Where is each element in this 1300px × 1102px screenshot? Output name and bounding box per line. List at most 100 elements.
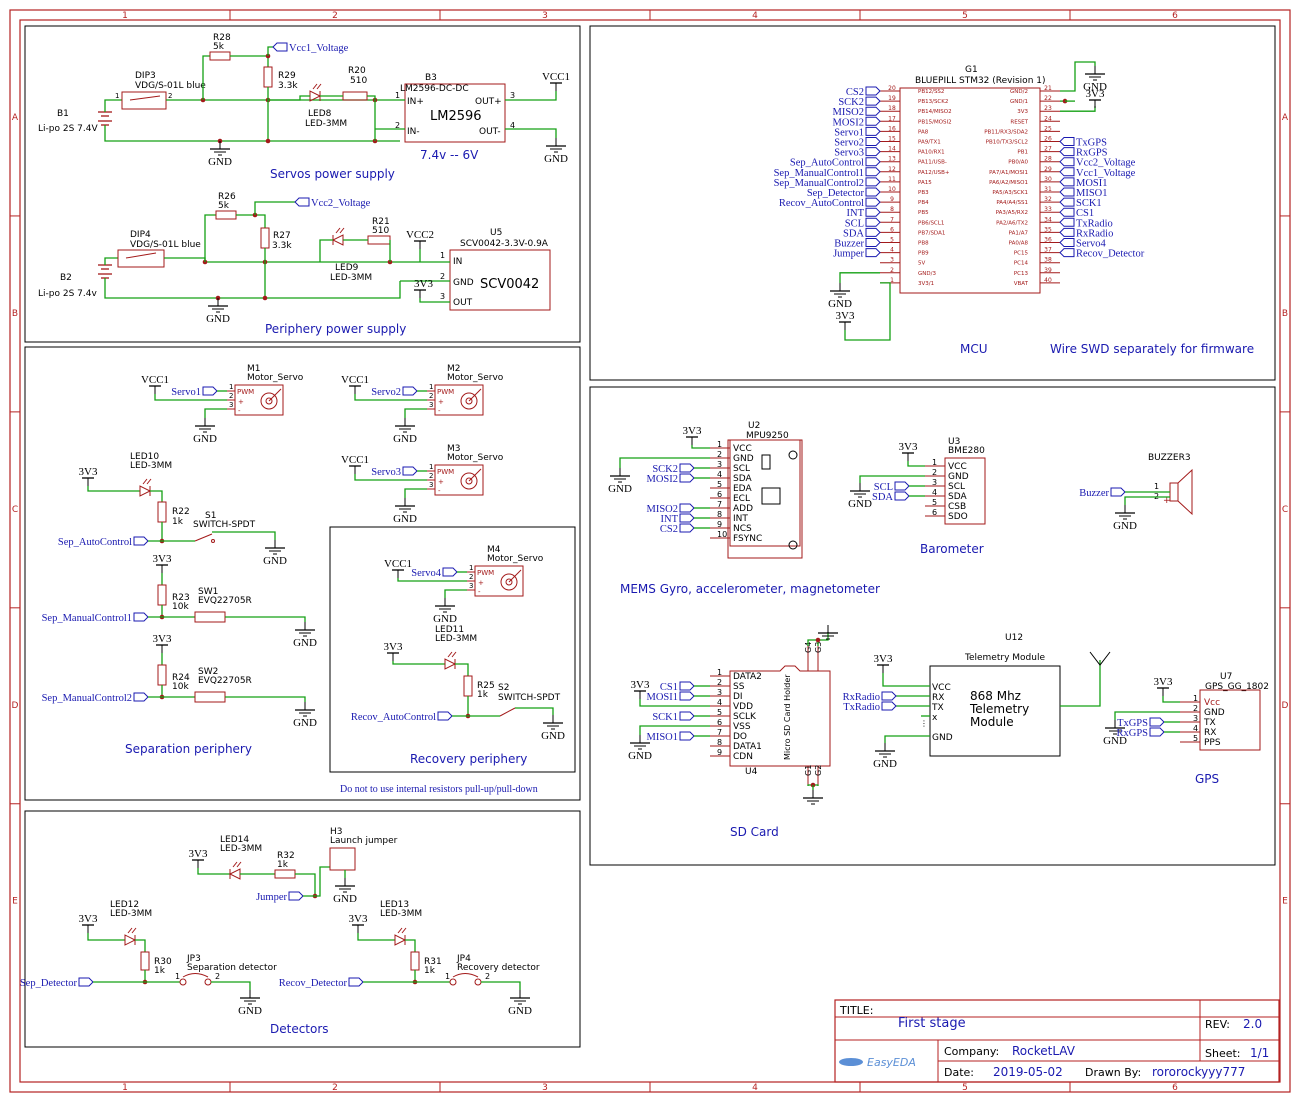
led-ray [312, 83, 318, 90]
resistor-body [140, 951, 150, 971]
resistor-body [274, 869, 296, 879]
net-label: Servo1 [834, 127, 864, 138]
power-label: 3V3 [384, 641, 403, 653]
antenna-icon [1089, 651, 1111, 666]
led-ray [142, 478, 148, 485]
led-ref: LED13 [380, 900, 409, 910]
pin-num: 1 [1154, 482, 1159, 491]
mcu-pin-num: 7 [890, 216, 894, 223]
power-label: 3V3 [79, 913, 98, 925]
servo-arm [468, 388, 482, 402]
r32-value: 1k [277, 860, 289, 870]
power-label: VCC1 [341, 454, 369, 466]
detectors-title: Detectors [270, 1022, 329, 1036]
resistor-body [215, 210, 237, 220]
power-block-box [24, 25, 581, 343]
net-label: SDA [872, 492, 893, 503]
net-flag [679, 513, 695, 523]
u3-ref: U3 [948, 437, 960, 447]
wire [212, 531, 276, 540]
u2-hole [788, 540, 798, 550]
frame-col-label: 3 [542, 11, 548, 21]
servo-hub [465, 477, 473, 485]
wire [104, 125, 400, 142]
power-label: 3V3 [874, 653, 893, 665]
mcu-pin-name: PA8 [918, 129, 929, 135]
net-label: MISO1 [646, 732, 678, 743]
led-ray [232, 861, 238, 868]
frame-col-label: 6 [1172, 11, 1178, 21]
s2-switch [499, 707, 516, 717]
net-flag [1059, 197, 1075, 207]
r29-value: 3.3k [278, 81, 298, 91]
net-label: SCK2 [652, 464, 678, 475]
dip4-body [117, 249, 165, 268]
ic-pin-num: 3 [1193, 714, 1198, 723]
frame-col-label: 3 [542, 1083, 548, 1093]
net-flag [78, 977, 94, 987]
net-flag [1059, 147, 1075, 157]
s1-contact [211, 539, 215, 543]
u7-pin-name: TX [1203, 718, 1216, 728]
servo-arm [268, 388, 282, 402]
servo-pin-num: 1 [429, 463, 433, 471]
pin-num: 2 [215, 972, 220, 981]
net-label: TxRadio [843, 702, 880, 713]
frame-col-label: 5 [962, 11, 968, 21]
servo-pin-num: 2 [229, 392, 233, 400]
net-label: Servo3 [834, 148, 864, 159]
net-flag [865, 238, 881, 247]
wire [367, 95, 376, 100]
net-flag [865, 187, 881, 197]
mcu-pin-name: PB11/RX3/SDA2 [984, 129, 1028, 135]
rev-label: REV: [1205, 1018, 1230, 1031]
u4-pin-name: DI [733, 692, 743, 702]
company-value: RocketLAV [1012, 1044, 1076, 1058]
resistor-body [157, 584, 167, 606]
u4-pin-name: DATA1 [733, 742, 762, 752]
u12-pin-name: RX [932, 693, 944, 703]
wire [404, 408, 427, 418]
net-flag [865, 86, 881, 96]
pin-num: 3 [510, 91, 515, 100]
led11-ref: LED11 [435, 625, 464, 635]
mcu-pin-name: RESET [1010, 119, 1028, 125]
pin-num: 3 [440, 292, 445, 301]
net-flag [679, 691, 695, 701]
swd-note: Wire SWD separately for firmware [1050, 342, 1254, 356]
jumper-ref: JP3 [186, 954, 201, 964]
resistor-body [463, 675, 473, 697]
ic-pin-num: 6 [932, 508, 937, 517]
net-label: TxGPS [1076, 138, 1107, 149]
jumper-contact [474, 978, 482, 986]
net-label: RxGPS [1076, 148, 1108, 159]
jumper-value: Recovery detector [457, 963, 540, 973]
servo-wheel [460, 472, 478, 490]
b1-ref: B1 [57, 109, 69, 119]
net-flag [1059, 248, 1075, 258]
servo-ref: M2 [447, 364, 461, 374]
date-value: 2019-05-02 [993, 1065, 1063, 1079]
mcu-pin-num: 26 [1044, 136, 1052, 143]
r20-value: 510 [350, 76, 367, 86]
wire [267, 46, 273, 56]
mcu-pin-name: PA0/A8 [1009, 241, 1029, 247]
net-flag [348, 977, 364, 987]
net-flag [679, 731, 695, 741]
jumper-contact [449, 978, 457, 986]
net-flag [133, 612, 149, 622]
power-label: 3V3 [1154, 676, 1173, 688]
net-label: Vcc1_Voltage [289, 43, 349, 54]
net-label: Vcc2_Voltage [1076, 158, 1136, 169]
u12-pin-name: GND [932, 733, 953, 743]
servo-pin-num: 1 [429, 383, 433, 391]
wire [104, 278, 401, 299]
mcu-pin-name: PA1/A7 [1009, 230, 1029, 236]
mcu-pin-num: 33 [1044, 206, 1052, 213]
pin-num: 1 [395, 91, 400, 100]
led-ray [447, 651, 453, 658]
servo-value: Motor_Servo [487, 554, 544, 564]
gnd-label: GND [508, 1005, 532, 1017]
net-flag [865, 177, 881, 187]
mcu-pin-name: PB6/SCL1 [918, 220, 944, 226]
